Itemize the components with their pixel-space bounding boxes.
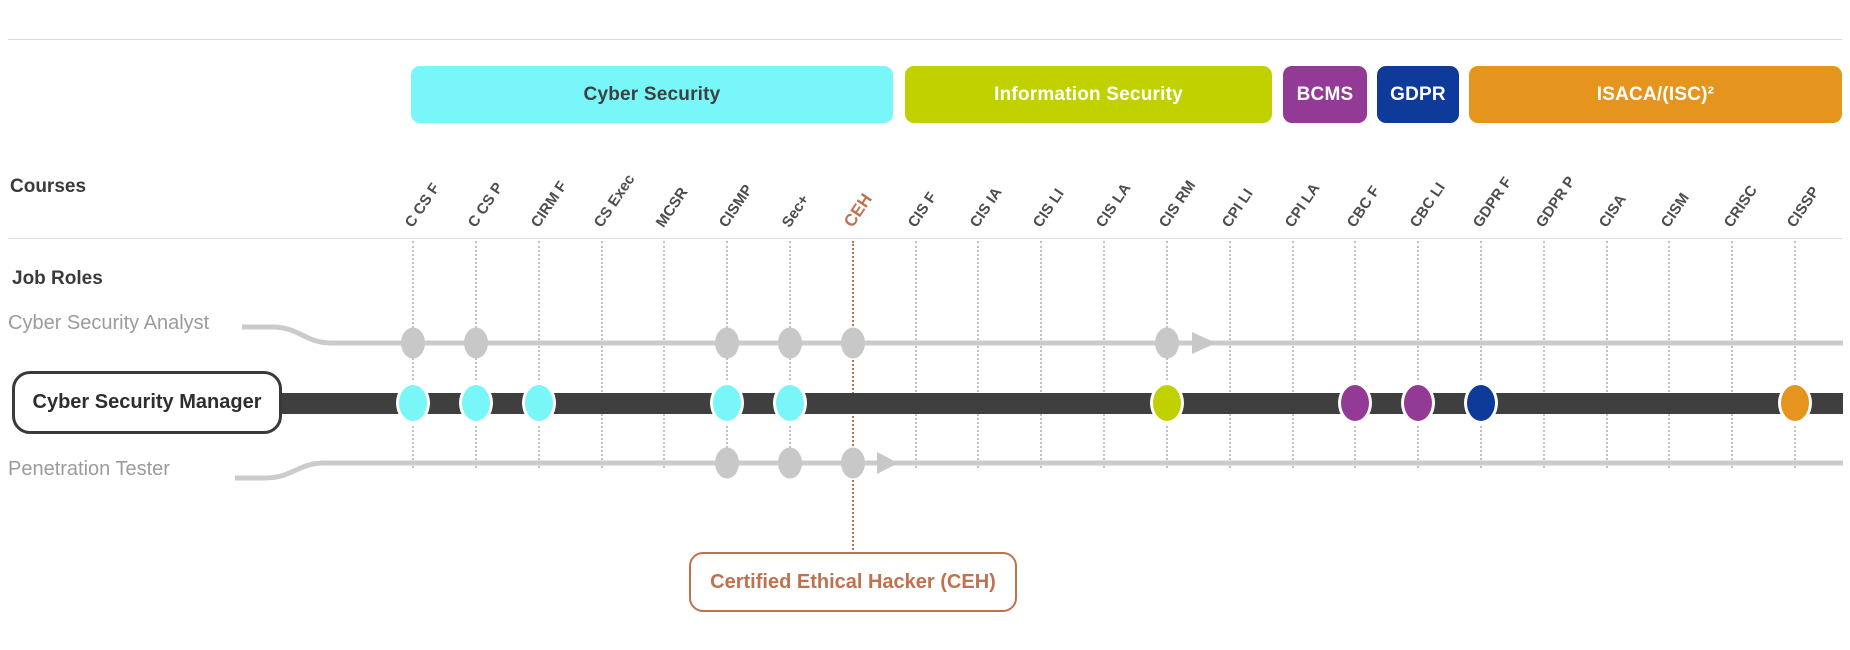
course-column-line-20	[1606, 241, 1608, 468]
course-column-line-3	[538, 241, 540, 468]
category-gdpr[interactable]: GDPR	[1377, 66, 1459, 123]
ceh-tooltip-label: Certified Ethical Hacker (CEH)	[710, 570, 996, 593]
top-divider	[8, 39, 1842, 40]
course-marker-cyber-security-manager-cis-rm[interactable]	[1150, 382, 1184, 424]
course-marker-cyber-security-manager-cirm-f[interactable]	[522, 382, 556, 424]
course-column-line-23	[1794, 241, 1796, 468]
job-role-label: Cyber Security Manager	[32, 391, 262, 413]
course-column-line-14	[1229, 241, 1231, 468]
course-marker-penetration-tester-cismp[interactable]	[715, 447, 739, 479]
course-column-line-12	[1103, 241, 1105, 468]
cyber-security-analyst-arrow-icon	[1192, 332, 1216, 354]
course-marker-cyber-security-manager-c-cs-p[interactable]	[459, 382, 493, 424]
ceh-tooltip: Certified Ethical Hacker (CEH)	[689, 552, 1017, 612]
job-roles-section-label: Job Roles	[12, 268, 103, 289]
penetration-tester-line	[235, 460, 1843, 481]
course-column-line-4	[601, 241, 603, 468]
course-marker-cyber-security-analyst-cismp[interactable]	[715, 327, 739, 359]
courses-section-label: Courses	[10, 176, 87, 197]
course-marker-cyber-security-analyst-ceh[interactable]	[841, 327, 865, 359]
cyber-security-manager-track	[278, 392, 1843, 414]
course-marker-cyber-security-manager-gdpr-f[interactable]	[1464, 382, 1498, 424]
course-marker-cyber-security-manager-cbc-li[interactable]	[1401, 382, 1435, 424]
course-marker-cyber-security-manager-sec-[interactable]	[773, 382, 807, 424]
course-column-line-15	[1292, 241, 1294, 468]
category-cyber-security[interactable]: Cyber Security	[411, 66, 893, 123]
course-column-line-19	[1543, 241, 1545, 468]
course-marker-penetration-tester-sec-[interactable]	[778, 447, 802, 479]
course-marker-penetration-tester-ceh[interactable]	[841, 447, 865, 479]
course-column-line-17	[1417, 241, 1419, 468]
course-column-line-16	[1354, 241, 1356, 468]
category-bcms[interactable]: BCMS	[1283, 66, 1367, 123]
course-column-line-11	[1040, 241, 1042, 468]
course-column-line-21	[1668, 241, 1670, 468]
job-role-cyber-security-manager[interactable]: Cyber Security Manager	[12, 371, 282, 434]
course-column-line-10	[977, 241, 979, 468]
course-marker-cyber-security-analyst-sec-[interactable]	[778, 327, 802, 359]
course-marker-cyber-security-manager-cismp[interactable]	[710, 382, 744, 424]
job-role-penetration-tester[interactable]: Penetration Tester	[8, 458, 170, 480]
cyber-security-analyst-line	[242, 324, 1843, 346]
category-information-security[interactable]: Information Security	[905, 66, 1272, 123]
course-marker-cyber-security-manager-cbc-f[interactable]	[1338, 382, 1372, 424]
course-marker-cyber-security-analyst-cis-rm[interactable]	[1155, 327, 1179, 359]
courses-divider	[8, 238, 1842, 239]
course-column-line-5	[663, 241, 665, 468]
category-isaca-isc2[interactable]: ISACA/(ISC)²	[1469, 66, 1842, 123]
course-marker-cyber-security-analyst-c-cs-f[interactable]	[401, 327, 425, 359]
penetration-tester-arrow-icon	[877, 452, 898, 474]
course-column-line-22	[1731, 241, 1733, 468]
course-marker-cyber-security-manager-c-cs-f[interactable]	[396, 382, 430, 424]
course-marker-cyber-security-analyst-c-cs-p[interactable]	[464, 327, 488, 359]
course-marker-cyber-security-manager-cissp[interactable]	[1778, 382, 1812, 424]
course-column-line-18	[1480, 241, 1482, 468]
course-column-line-9	[915, 241, 917, 468]
job-role-cyber-security-analyst[interactable]: Cyber Security Analyst	[8, 312, 210, 334]
